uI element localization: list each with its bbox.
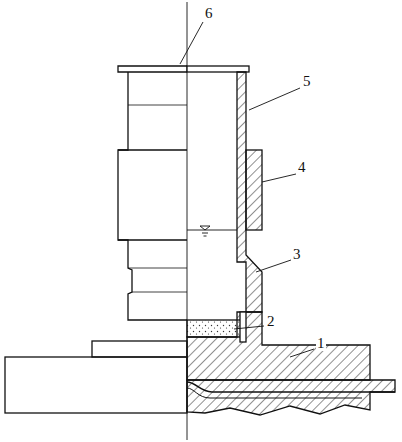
callout-number: 6 bbox=[204, 6, 214, 21]
callout-number: 1 bbox=[316, 336, 326, 351]
callout-number: 2 bbox=[266, 314, 276, 329]
callout-number: 3 bbox=[292, 247, 302, 262]
drain-pipe bbox=[187, 388, 362, 398]
leader-line bbox=[234, 326, 264, 329]
base-section bbox=[187, 312, 370, 380]
drain-pipe bbox=[187, 382, 395, 392]
leader-line bbox=[290, 349, 314, 357]
leader-line bbox=[180, 22, 203, 64]
callout-number: 5 bbox=[302, 74, 312, 89]
sleeve-section bbox=[246, 150, 262, 230]
wall-section bbox=[237, 72, 262, 312]
cylinder-band bbox=[132, 292, 187, 293]
water-level-symbol bbox=[200, 226, 210, 236]
cover-plate bbox=[118, 66, 187, 72]
cylinder-band bbox=[128, 268, 187, 269]
cover-section bbox=[187, 66, 249, 72]
water-level bbox=[187, 230, 237, 231]
sleeve-edge bbox=[118, 149, 187, 150]
callout-number: 4 bbox=[297, 160, 307, 175]
leader-line bbox=[256, 260, 291, 272]
footing-step bbox=[92, 341, 187, 357]
sleeve-edge bbox=[118, 239, 187, 240]
leader-line bbox=[249, 88, 300, 110]
base-plate bbox=[5, 357, 187, 413]
leader-line bbox=[262, 174, 296, 182]
foundation-section bbox=[187, 380, 395, 415]
cylinder-outline bbox=[118, 72, 187, 320]
wall-slot bbox=[240, 312, 246, 342]
cylinder-band bbox=[128, 105, 187, 106]
